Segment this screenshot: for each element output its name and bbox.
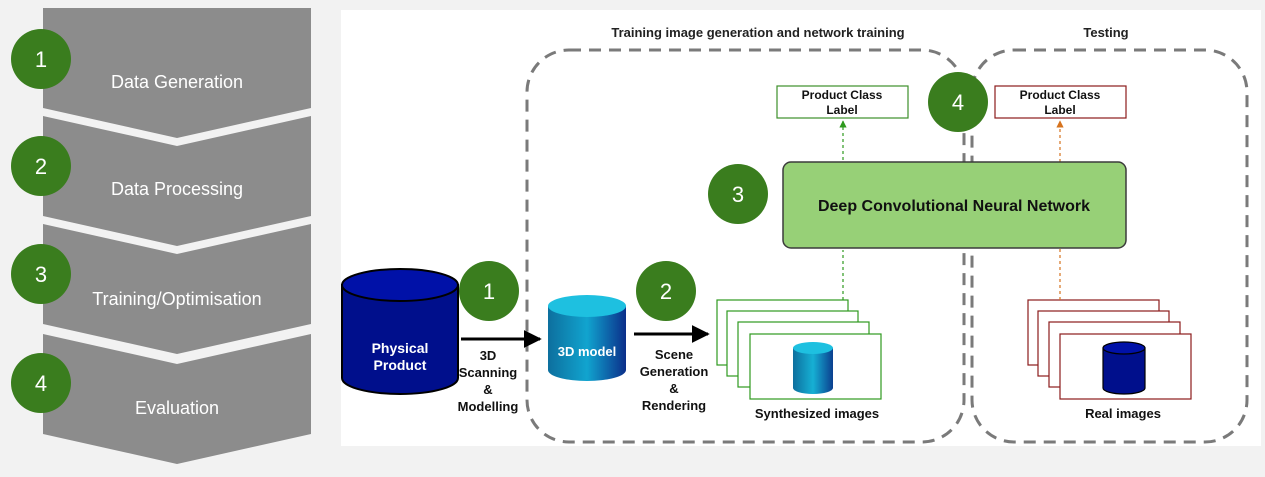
physical-product-label-line2: Product <box>374 357 427 373</box>
svg-text:Label: Label <box>826 103 857 117</box>
test-marker: 4 <box>928 72 988 132</box>
neural-network-box <box>782 161 1127 249</box>
scan-marker: 1 <box>459 261 519 321</box>
testing-section-title: Testing <box>1083 25 1128 40</box>
chevron-shape <box>43 224 311 354</box>
train-product-class-label: Product Class Label <box>776 85 909 119</box>
svg-text:&: & <box>669 381 678 396</box>
step-label: Data Generation <box>111 72 243 92</box>
3d-model-cylinder: 3D model <box>548 295 626 381</box>
step-4-marker: 4 <box>11 353 71 413</box>
svg-text:2: 2 <box>660 279 672 304</box>
test-product-class-label: Product Class Label <box>994 85 1127 119</box>
step-label: Evaluation <box>135 398 219 418</box>
svg-text:&: & <box>483 382 492 397</box>
render-marker: 2 <box>636 261 696 321</box>
3d-model-label: 3D model <box>558 344 617 359</box>
training-section-title: Training image generation and network tr… <box>611 25 904 40</box>
training-section-border <box>525 48 966 444</box>
physical-product-label-line1: Physical <box>372 340 429 356</box>
physical-product-cylinder: Physical Product <box>341 268 459 395</box>
step-label: Training/Optimisation <box>92 289 261 309</box>
svg-text:Product Class: Product Class <box>802 88 883 102</box>
network-marker: 3 <box>708 164 768 224</box>
svg-text:Scene: Scene <box>655 347 693 362</box>
svg-text:Rendering: Rendering <box>642 398 706 413</box>
step-4: Evaluation <box>43 334 311 464</box>
svg-text:Modelling: Modelling <box>458 399 519 414</box>
real-image-cylinder <box>1102 341 1146 395</box>
svg-text:Scanning: Scanning <box>459 365 518 380</box>
pipeline-steps: Data Generation Data Processing Training… <box>11 8 311 464</box>
chevron-shape <box>43 334 311 464</box>
svg-text:Label: Label <box>1044 103 1075 117</box>
synthesized-image-cylinder <box>793 342 833 394</box>
svg-text:Product Class: Product Class <box>1020 88 1101 102</box>
svg-text:3: 3 <box>35 262 47 287</box>
step-2: Data Processing <box>43 116 311 246</box>
step-3-marker: 3 <box>11 244 71 304</box>
scene-label: Scene Generation & Rendering <box>640 347 709 413</box>
svg-text:1: 1 <box>35 47 47 72</box>
svg-text:3: 3 <box>732 182 744 207</box>
svg-text:4: 4 <box>952 90 964 115</box>
step-1: Data Generation <box>43 8 311 138</box>
svg-text:Generation: Generation <box>640 364 709 379</box>
step-3: Training/Optimisation <box>43 224 311 354</box>
scanning-label: 3D Scanning & Modelling <box>458 348 519 414</box>
step-1-marker: 1 <box>11 29 71 89</box>
neural-network-label: Deep Convolutional Neural Network <box>818 198 1090 215</box>
synthesized-images-caption: Synthesized images <box>755 406 879 421</box>
svg-text:3D: 3D <box>480 348 497 363</box>
svg-text:1: 1 <box>483 279 495 304</box>
chevron-shape <box>43 8 311 138</box>
chevron-shape <box>43 116 311 246</box>
svg-text:4: 4 <box>35 371 47 396</box>
step-2-marker: 2 <box>11 136 71 196</box>
step-label: Data Processing <box>111 179 243 199</box>
real-images-caption: Real images <box>1085 406 1161 421</box>
svg-text:2: 2 <box>35 154 47 179</box>
